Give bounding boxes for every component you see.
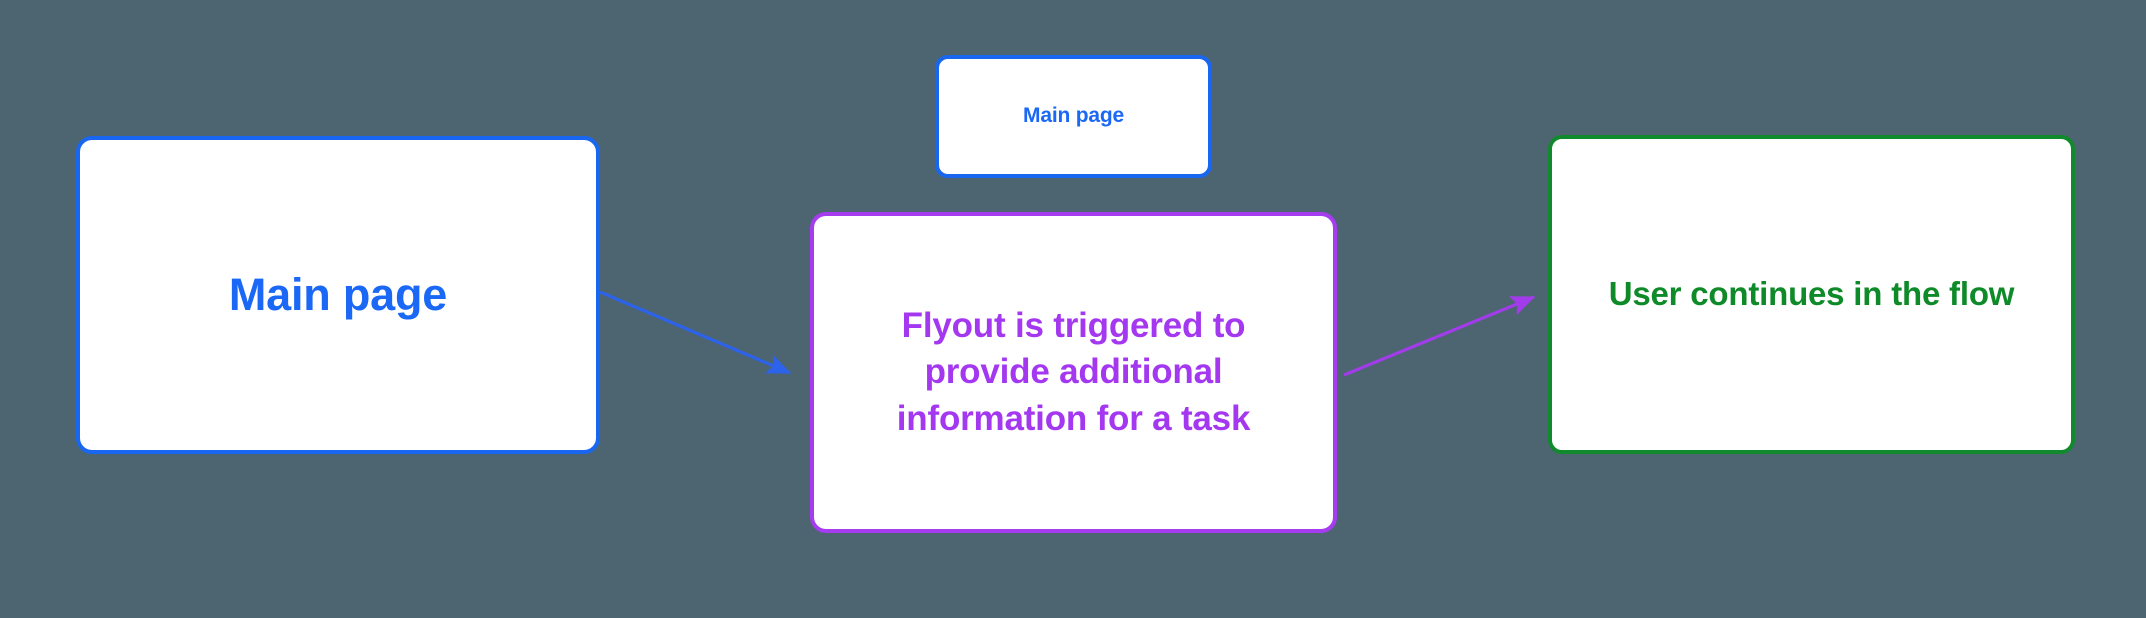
node-main-page-large-label: Main page — [228, 269, 448, 321]
node-user-continues-label: User continues in the flow — [1608, 275, 2015, 313]
node-flyout-label: Flyout is triggered to provide additiona… — [896, 305, 1251, 438]
edge-main-to-flyout — [599, 290, 792, 375]
node-flyout[interactable]: Flyout is triggered to provide additiona… — [810, 212, 1337, 533]
node-main-page-large[interactable]: Main page — [76, 136, 600, 454]
node-main-page-small[interactable]: Main page — [935, 55, 1212, 178]
node-user-continues[interactable]: User continues in the flow — [1548, 135, 2075, 454]
node-main-page-small-label: Main page — [1023, 104, 1124, 128]
edge-flyout-to-user — [1343, 295, 1536, 377]
